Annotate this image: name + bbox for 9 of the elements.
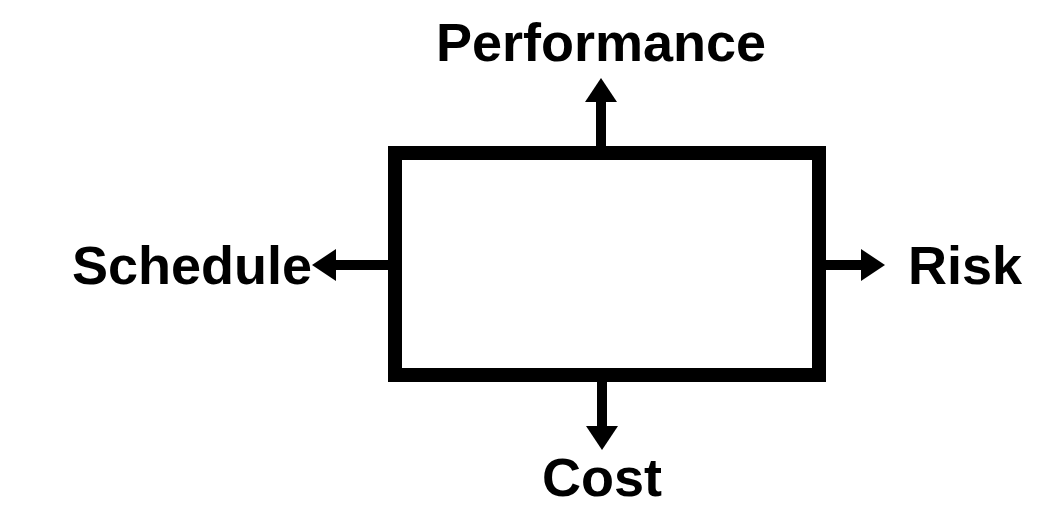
empty-box xyxy=(388,146,826,382)
arrow xyxy=(586,382,618,450)
label-text: Schedule xyxy=(71,238,312,292)
arrow xyxy=(312,249,388,281)
label-text: Cost xyxy=(542,450,662,504)
label-text: Risk xyxy=(907,238,1023,292)
label-text: Performance xyxy=(435,15,767,69)
arrow xyxy=(585,78,617,146)
arrow xyxy=(826,249,885,281)
